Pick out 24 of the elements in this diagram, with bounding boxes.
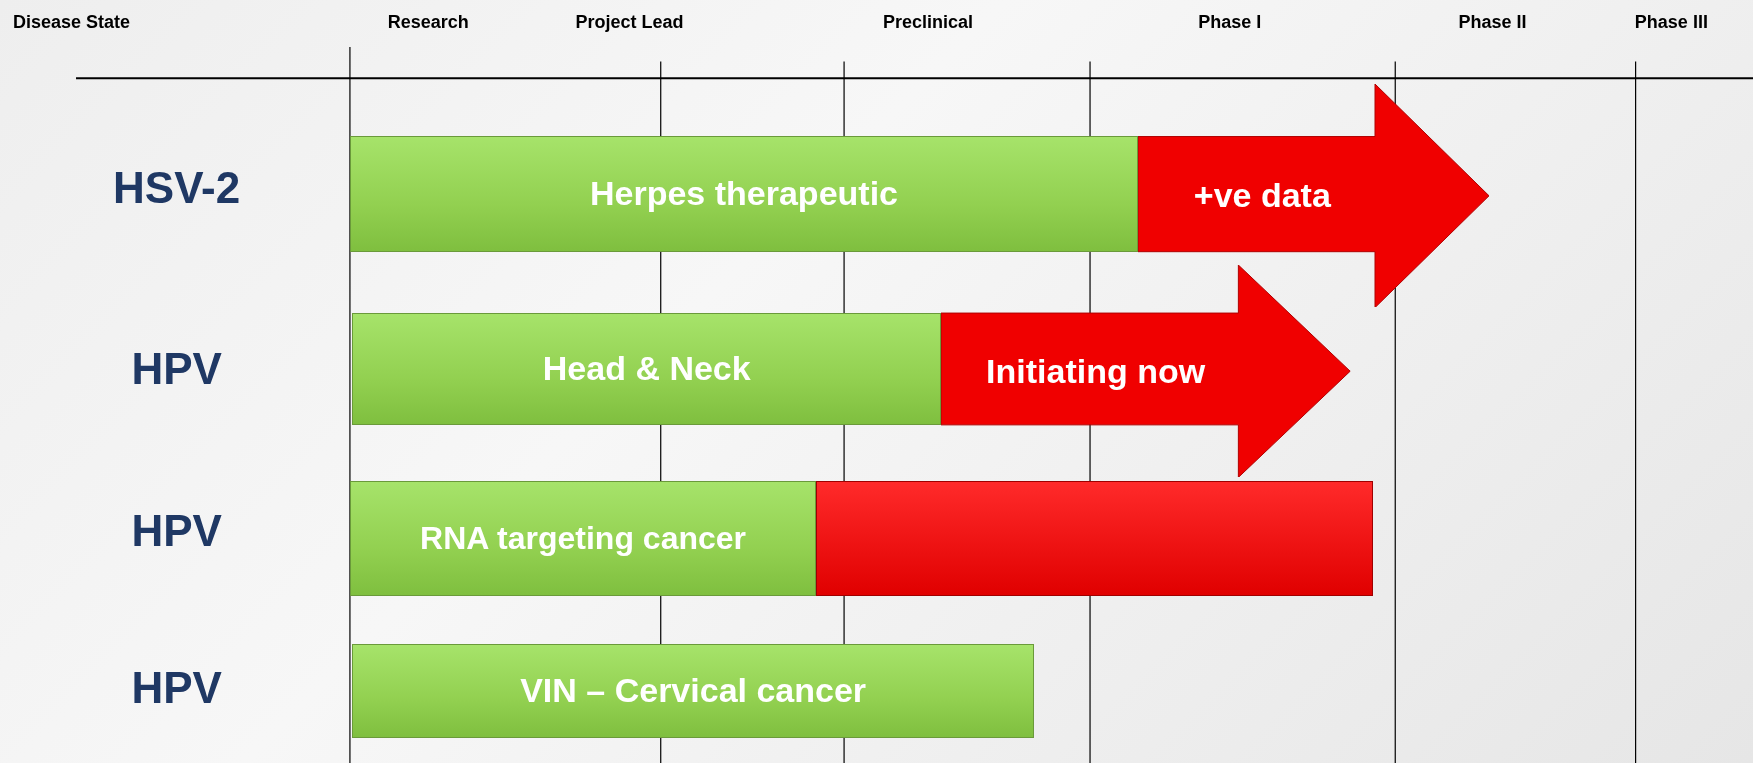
row-label: HPV (131, 506, 222, 557)
column-header: Preclinical (882, 11, 973, 33)
column-header: Phase II (1458, 11, 1527, 33)
pipeline-bar (352, 643, 1035, 738)
column-header: Project Lead (575, 11, 684, 33)
column-header: Research (387, 11, 469, 33)
row-label: HSV-2 (113, 162, 241, 213)
column-header: Phase III (1634, 11, 1708, 33)
pipeline-bar (816, 480, 1373, 596)
bar-label: Head & Neck (542, 349, 751, 389)
column-header: Disease State (13, 11, 131, 33)
pipeline-bar (349, 480, 817, 596)
pipeline-bar (352, 313, 942, 425)
pipeline-bar (349, 136, 1139, 252)
progress-banner (1138, 83, 1490, 308)
bar-label: Herpes therapeutic (590, 174, 898, 214)
row-label: HPV (131, 662, 222, 713)
progress-banner (941, 264, 1351, 478)
row-label: HPV (131, 343, 222, 394)
bar-label: RNA targeting cancer (420, 519, 746, 557)
bar-label: VIN – Cervical cancer (520, 671, 867, 711)
column-header: Phase I (1198, 11, 1262, 33)
bar-label: +ve data (1193, 176, 1331, 216)
bar-label: Initiating now (986, 351, 1206, 391)
